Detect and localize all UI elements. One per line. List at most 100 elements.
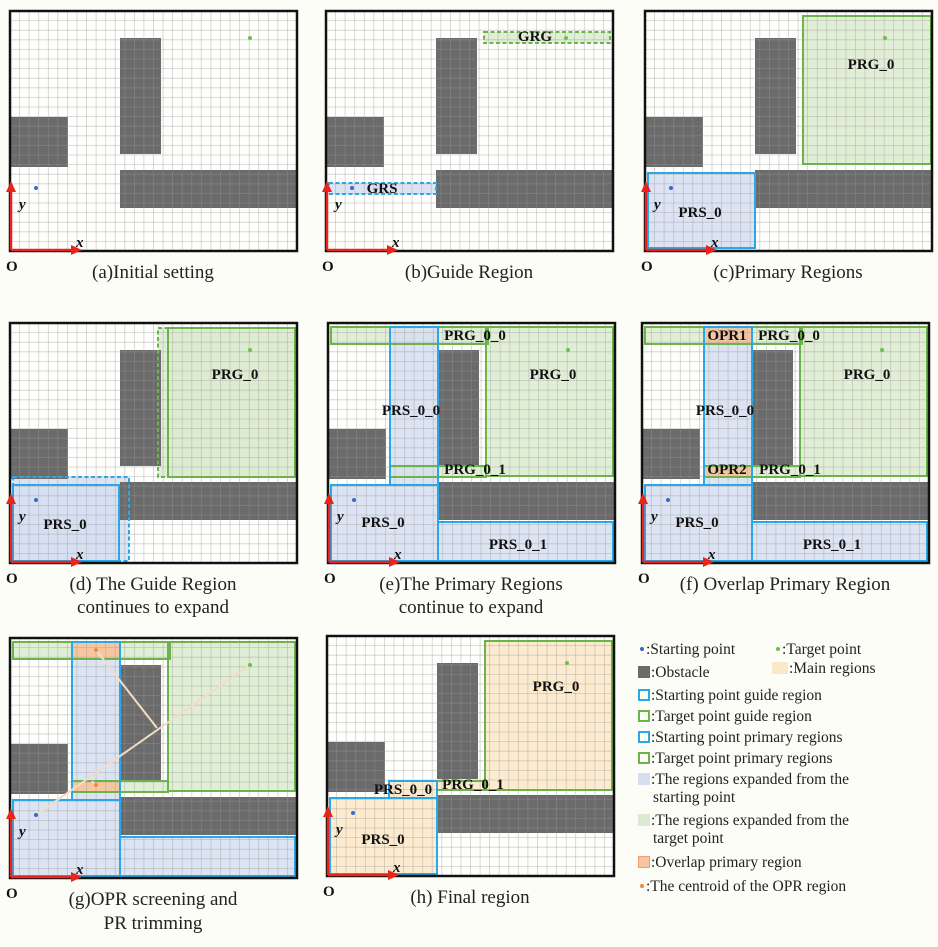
start-primary-swatch-icon <box>638 731 650 743</box>
legend-label: starting point <box>653 789 736 806</box>
prs-0-1-fill <box>120 837 295 876</box>
prg-0-fill <box>803 16 931 164</box>
x-axis-arrow-icon <box>388 870 399 880</box>
y-axis-label: y <box>17 824 26 840</box>
legend-label: target point <box>653 830 724 847</box>
target-point-icon <box>565 661 569 665</box>
legend-label: :Target point guide region <box>651 708 812 725</box>
target-point-icon <box>248 663 252 667</box>
opr1-fill <box>704 327 752 344</box>
grid-lines <box>327 636 614 876</box>
legend-label: :The centroid of the OPR region <box>646 878 847 895</box>
prg-0-fill <box>800 327 927 476</box>
region-label: PRG_0_0 <box>758 328 820 344</box>
legend-label: :Starting point primary regions <box>651 729 843 746</box>
legend-label: :Overlap primary region <box>651 854 802 871</box>
prs-0-1-region <box>437 521 614 562</box>
legend-obstacle: :Obstacle <box>638 664 710 682</box>
obstacle <box>438 350 479 466</box>
origin-label: O <box>638 571 650 587</box>
obstacle <box>10 117 68 167</box>
obstacle <box>10 429 68 479</box>
overlap-swatch-icon <box>638 856 650 868</box>
region-label: PRG_0 <box>848 57 895 73</box>
target-point-icon <box>776 647 780 651</box>
legend-label: :Target point primary regions <box>651 750 833 767</box>
target-point-icon <box>883 36 887 40</box>
start-target-line <box>35 664 251 816</box>
obstacle <box>642 429 700 479</box>
starting-point-icon <box>640 647 644 651</box>
panel-caption: (b)Guide Region <box>404 262 534 283</box>
x-axis-label: x <box>707 547 716 563</box>
region-label: PRG_0 <box>212 367 259 383</box>
region-label: PRG_0_1 <box>759 462 821 478</box>
y-axis-arrow-icon <box>6 808 16 819</box>
obstacle <box>755 38 796 154</box>
region-label: PRS_0_0 <box>374 782 432 798</box>
obstacle <box>120 797 297 835</box>
legend-target-primary: :Target point primary regions <box>638 750 833 768</box>
x-axis-arrow-icon <box>706 245 717 255</box>
panel-canvas: yxO <box>6 9 299 275</box>
starting-point-icon <box>34 813 38 817</box>
prs-0-fill <box>330 798 437 874</box>
start-expanded-swatch-icon <box>638 773 650 785</box>
legend-target-point: :Target point <box>772 641 861 659</box>
obstacle <box>752 482 929 520</box>
obstacle <box>437 663 478 779</box>
obstacle <box>645 117 703 167</box>
panel-caption: PR trimming <box>103 913 203 934</box>
panel-caption: (f) Overlap Primary Region <box>679 574 891 595</box>
starting-point-icon <box>34 498 38 502</box>
opr1-centroid-icon <box>94 648 98 652</box>
y-axis-label: y <box>17 509 26 525</box>
y-axis-label: y <box>334 822 343 838</box>
panel-canvas: PRG_0_0PRG_0PRS_0_0PRG_0_1PRS_0PRS_0_1yx… <box>324 321 617 587</box>
y-axis-arrow-icon <box>324 493 334 504</box>
x-axis-arrow-icon <box>71 872 82 882</box>
region-label: PRG_0_0 <box>444 328 506 344</box>
prg-0-fill <box>486 327 613 476</box>
grid-lines <box>326 11 613 251</box>
panel-caption: continues to expand <box>77 597 229 618</box>
panel-caption: (c)Primary Regions <box>713 262 863 283</box>
y-axis-arrow-icon <box>638 493 648 504</box>
panel-border <box>8 636 299 880</box>
region-label: OPR2 <box>707 462 746 478</box>
target-point-icon <box>566 348 570 352</box>
panel-caption: (d) The Guide Region <box>69 574 237 595</box>
panel-border <box>8 9 299 253</box>
target-point-icon <box>564 36 568 40</box>
region-label: PRS_0 <box>361 832 404 848</box>
prs-0-1-fill <box>438 522 613 561</box>
grg-fill <box>484 32 610 43</box>
obstacle <box>752 350 793 466</box>
y-axis-arrow-icon <box>322 181 332 192</box>
legend-label: :The regions expanded from the <box>651 771 849 788</box>
y-axis-label: y <box>335 509 344 525</box>
region-label: PRG_0 <box>533 679 580 695</box>
legend-start-guide: :Starting point guide region <box>638 687 822 705</box>
x-axis-label: x <box>75 235 84 251</box>
x-axis-label: x <box>392 860 401 876</box>
obstacle <box>120 170 297 208</box>
opr2-centroid-icon <box>94 783 98 787</box>
obstacle <box>120 38 161 154</box>
prg-0-1-fill <box>437 781 485 790</box>
obstacle <box>120 482 297 520</box>
legend-label: :The regions expanded from the <box>651 812 849 829</box>
panel-border <box>326 321 617 565</box>
prg-0-region <box>167 641 296 792</box>
prg-0-fill <box>168 328 295 477</box>
x-axis-arrow-icon <box>389 557 400 567</box>
prs-0-fill <box>645 485 752 561</box>
grid-lines <box>10 11 297 251</box>
